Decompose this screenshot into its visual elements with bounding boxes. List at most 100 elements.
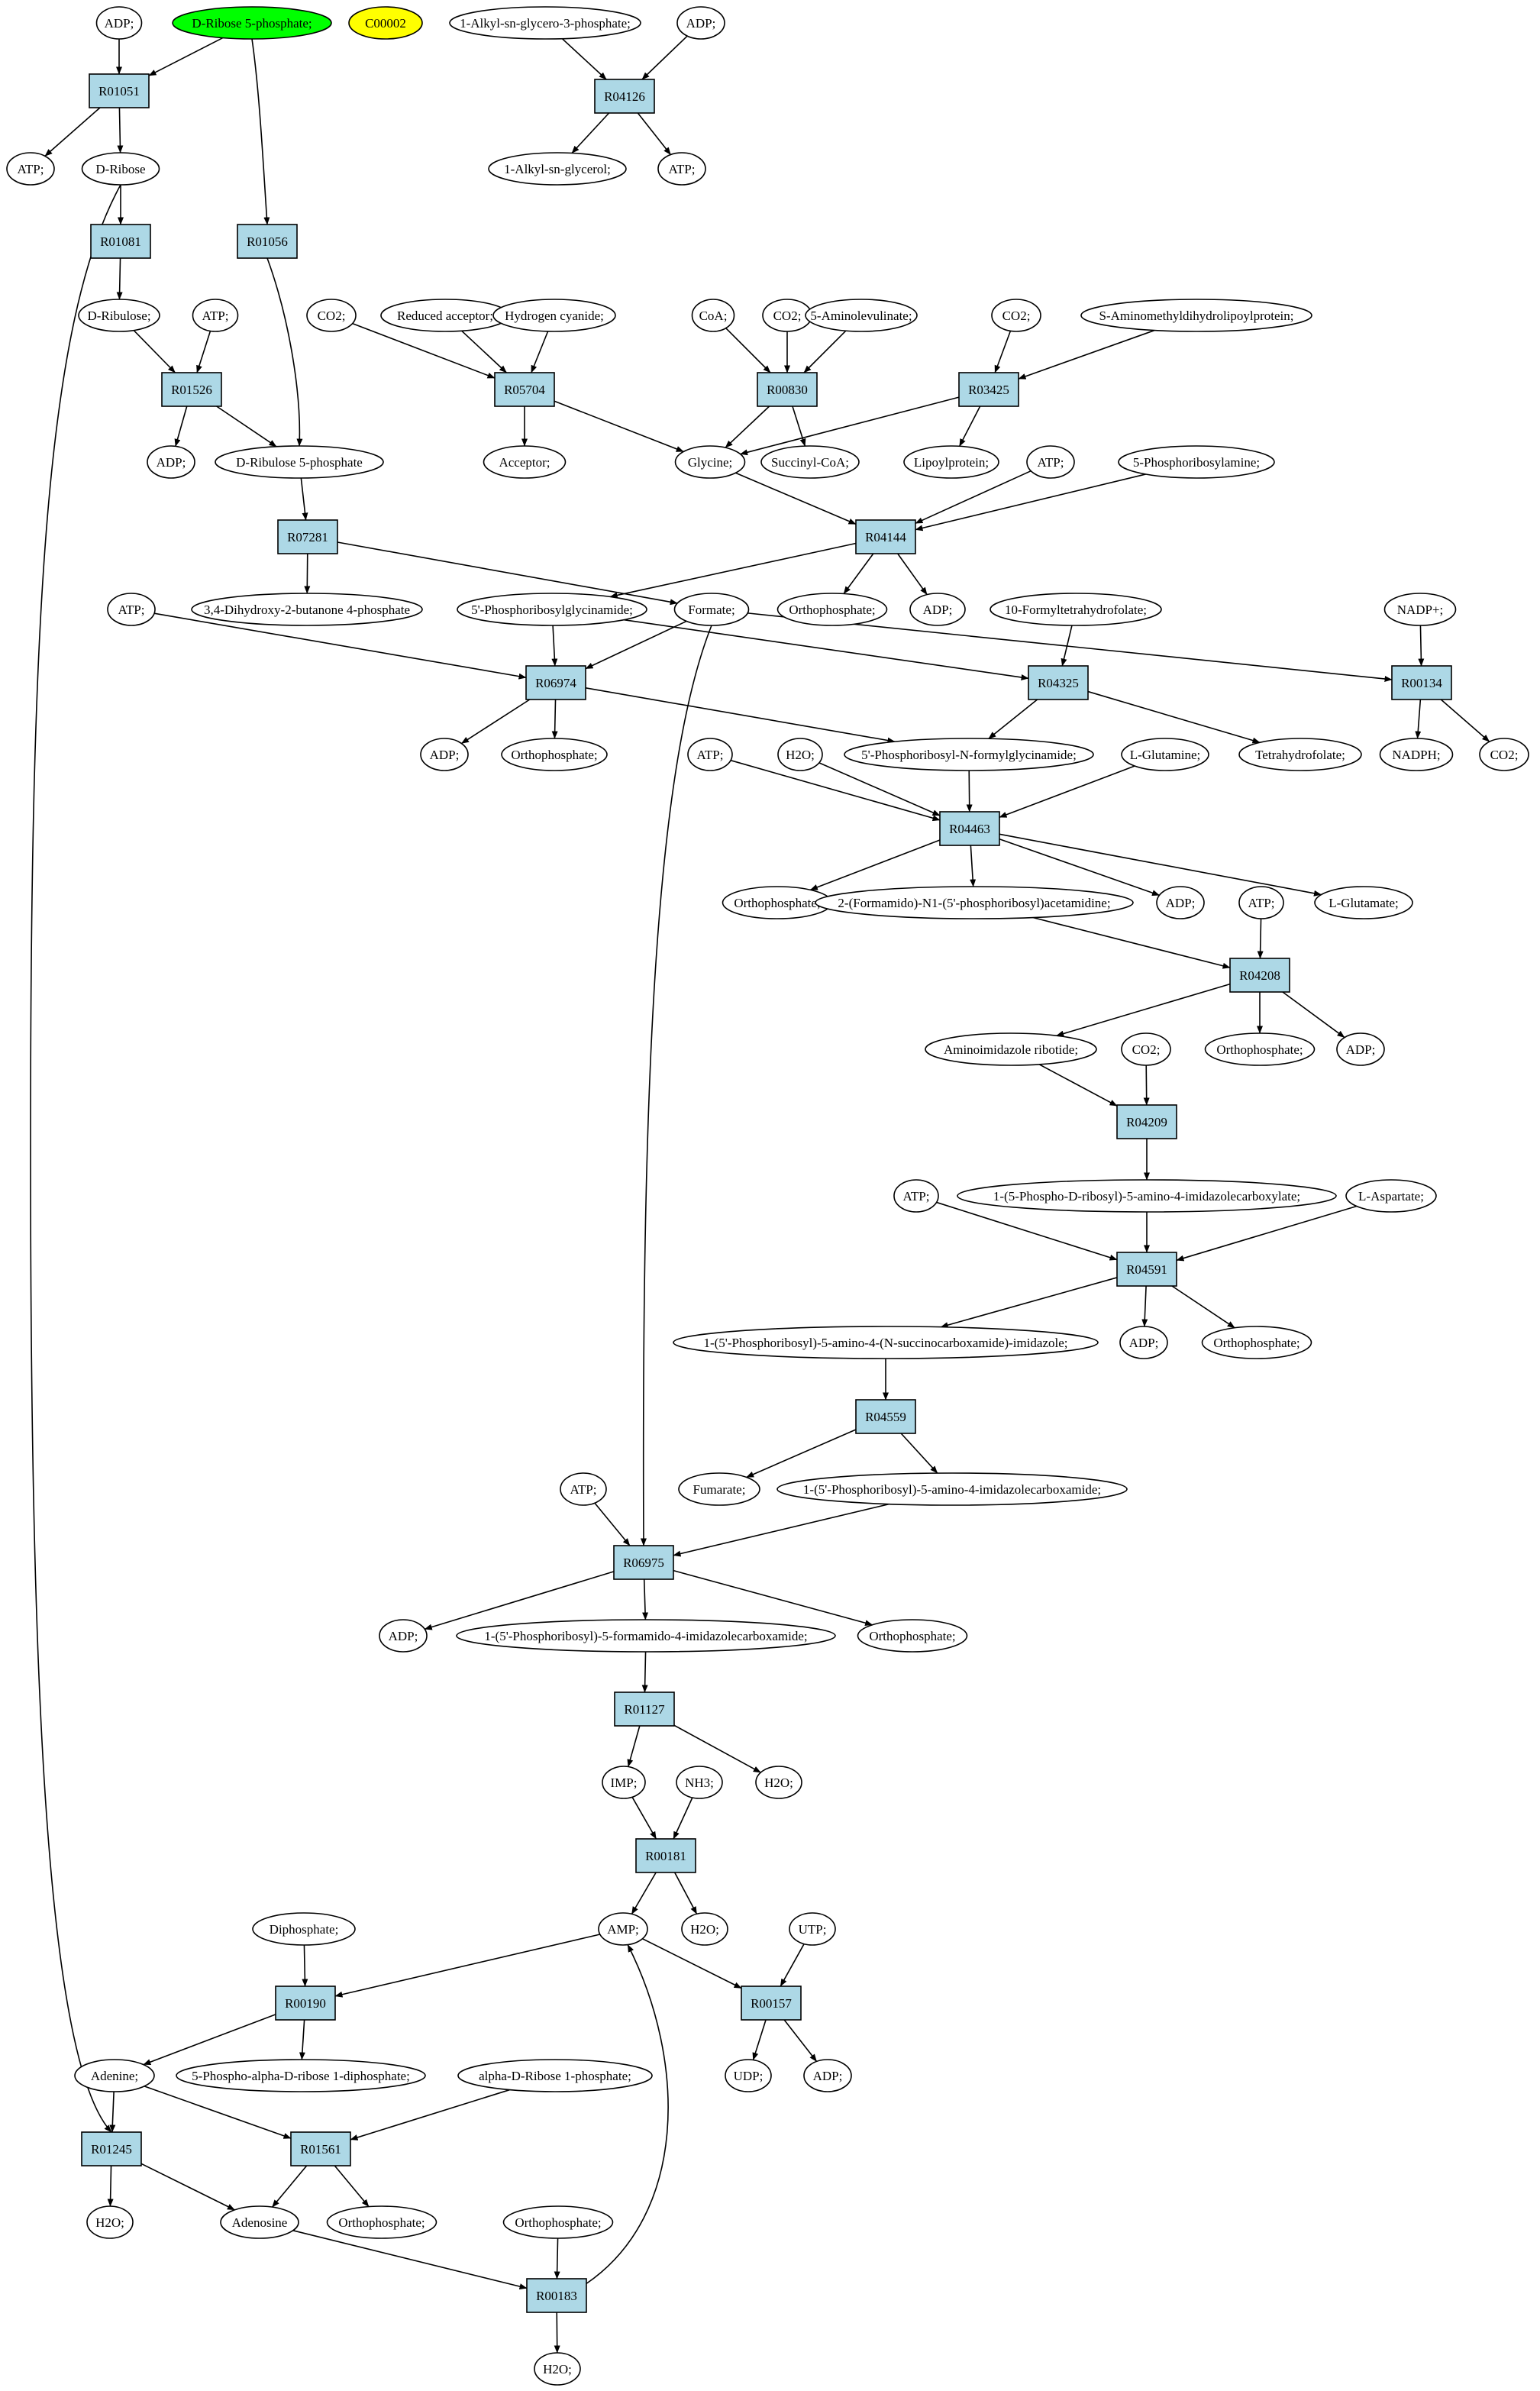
- compound-node-pi4[interactable]: Orthophosphate;: [1204, 1032, 1316, 1066]
- compound-node-succoa[interactable]: Succinyl-CoA;: [760, 445, 860, 479]
- reaction-node-r05704[interactable]: R05704: [494, 372, 555, 407]
- compound-node-pi3[interactable]: Orthophosphate;: [722, 886, 833, 919]
- compound-node-asp[interactable]: L-Aspartate;: [1345, 1179, 1437, 1213]
- compound-node-atp3[interactable]: ATP;: [192, 299, 239, 332]
- compound-node-co2_1[interactable]: CO2;: [306, 299, 357, 332]
- compound-node-utp[interactable]: UTP;: [789, 1912, 836, 1946]
- compound-node-pi8[interactable]: Orthophosphate;: [502, 2205, 614, 2239]
- compound-node-atp5[interactable]: ATP;: [107, 593, 156, 626]
- reaction-node-r01081[interactable]: R01081: [90, 224, 151, 259]
- compound-node-air[interactable]: Aminoimidazole ribotide;: [925, 1032, 1097, 1066]
- reaction-node-r04591[interactable]: R04591: [1116, 1252, 1177, 1287]
- compound-node-h2o5[interactable]: H2O;: [534, 2352, 581, 2386]
- reaction-node-r01127[interactable]: R01127: [614, 1691, 675, 1727]
- compound-node-ala[interactable]: 5-Aminolevulinate;: [805, 299, 918, 332]
- reaction-node-r04325[interactable]: R04325: [1028, 665, 1089, 700]
- compound-node-atp7[interactable]: ATP;: [1238, 886, 1284, 919]
- reaction-node-r00157[interactable]: R00157: [741, 1985, 802, 2021]
- compound-node-atp6[interactable]: ATP;: [687, 738, 733, 771]
- reaction-node-r00190[interactable]: R00190: [275, 1985, 336, 2021]
- compound-node-h2o2[interactable]: H2O;: [755, 1766, 802, 1799]
- compound-node-glu[interactable]: L-Glutamate;: [1314, 886, 1413, 919]
- compound-node-adp7[interactable]: ADP;: [1336, 1032, 1385, 1066]
- compound-node-pi6[interactable]: Orthophosphate;: [857, 1619, 968, 1653]
- compound-node-gar[interactable]: 5'-Phosphoribosylglycinamide;: [457, 593, 647, 626]
- compound-node-acceptor[interactable]: Acceptor;: [483, 445, 567, 479]
- compound-node-atp8[interactable]: ATP;: [893, 1179, 939, 1213]
- compound-node-amp[interactable]: AMP;: [598, 1912, 648, 1946]
- compound-node-pi1[interactable]: Orthophosphate;: [776, 593, 888, 626]
- compound-node-nadp[interactable]: NADP+;: [1383, 593, 1457, 626]
- compound-node-lipoprot[interactable]: Lipoylprotein;: [903, 445, 999, 479]
- compound-node-samdlp[interactable]: S-Aminomethyldihydrolipoylprotein;: [1080, 299, 1312, 332]
- compound-node-saicar[interactable]: 1-(5'-Phosphoribosyl)-5-amino-4-(N-succi…: [673, 1326, 1099, 1359]
- compound-node-udp[interactable]: UDP;: [725, 2059, 772, 2092]
- compound-node-co2_5[interactable]: CO2;: [1121, 1032, 1171, 1066]
- compound-node-gln[interactable]: L-Glutamine;: [1121, 738, 1209, 771]
- compound-node-atp4[interactable]: ATP;: [1026, 445, 1075, 479]
- reaction-node-r04126[interactable]: R04126: [594, 79, 655, 114]
- compound-node-prpp[interactable]: 5-Phospho-alpha-D-ribose 1-diphosphate;: [176, 2059, 426, 2092]
- compound-node-10fthf[interactable]: 10-Formyltetrahydrofolate;: [990, 593, 1162, 626]
- compound-node-adp1[interactable]: ADP;: [95, 6, 143, 40]
- reaction-node-r01245[interactable]: R01245: [81, 2131, 142, 2166]
- reaction-node-r00830[interactable]: R00830: [757, 372, 818, 407]
- compound-node-fgam[interactable]: 2-(Formamido)-N1-(5'-phosphoribosyl)acet…: [815, 886, 1134, 919]
- compound-node-adp5[interactable]: ADP;: [420, 738, 469, 771]
- compound-node-r5p[interactable]: D-Ribose 5-phosphate;: [172, 6, 332, 40]
- reaction-node-r00181[interactable]: R00181: [635, 1838, 696, 1873]
- compound-node-formate[interactable]: Formate;: [673, 593, 750, 626]
- compound-node-pi5[interactable]: Orthophosphate;: [1201, 1326, 1312, 1359]
- compound-node-alkylg3p[interactable]: 1-Alkyl-sn-glycero-3-phosphate;: [449, 6, 641, 40]
- compound-node-thf[interactable]: Tetrahydrofolate;: [1238, 738, 1362, 771]
- compound-node-imp[interactable]: IMP;: [602, 1766, 646, 1799]
- reaction-node-r04208[interactable]: R04208: [1229, 958, 1290, 993]
- reaction-node-r03425[interactable]: R03425: [958, 372, 1019, 407]
- compound-node-adp9[interactable]: ADP;: [379, 1619, 428, 1653]
- compound-node-faicar[interactable]: 1-(5'-Phosphoribosyl)-5-formamido-4-imid…: [456, 1619, 836, 1653]
- compound-node-pi7[interactable]: Orthophosphate;: [326, 2205, 437, 2239]
- compound-node-diphos[interactable]: Diphosphate;: [252, 1912, 356, 1946]
- compound-node-adp6[interactable]: ADP;: [1156, 886, 1205, 919]
- reaction-node-r04463[interactable]: R04463: [939, 811, 1000, 846]
- compound-node-glycine[interactable]: Glycine;: [674, 445, 746, 479]
- compound-node-pra[interactable]: 5-Phosphoribosylamine;: [1118, 445, 1275, 479]
- reaction-node-r01051[interactable]: R01051: [89, 73, 150, 108]
- compound-node-dru5p[interactable]: D-Ribulose 5-phosphate: [215, 445, 384, 479]
- compound-node-h2o1[interactable]: H2O;: [777, 738, 823, 771]
- compound-node-adp4[interactable]: ADP;: [909, 593, 966, 626]
- compound-node-adenine[interactable]: Adenine;: [74, 2059, 155, 2092]
- compound-node-coa[interactable]: CoA;: [691, 299, 735, 332]
- compound-node-adp3[interactable]: ADP;: [147, 445, 195, 479]
- compound-node-nadph[interactable]: NADPH;: [1379, 738, 1454, 771]
- compound-node-co2_4[interactable]: CO2;: [1479, 738, 1529, 771]
- reaction-node-r07281[interactable]: R07281: [277, 519, 338, 554]
- compound-node-dribulose[interactable]: D-Ribulose;: [78, 299, 160, 332]
- compound-node-h2o3[interactable]: H2O;: [681, 1912, 728, 1946]
- compound-node-adp10[interactable]: ADP;: [803, 2059, 852, 2092]
- compound-node-fumarate[interactable]: Fumarate;: [678, 1472, 760, 1506]
- compound-node-dhbp[interactable]: 3,4-Dihydroxy-2-butanone 4-phosphate: [191, 593, 423, 626]
- compound-node-atp9[interactable]: ATP;: [560, 1472, 607, 1506]
- compound-node-pi2[interactable]: Orthophosphate;: [501, 738, 608, 771]
- compound-node-adenosine[interactable]: Adenosine: [220, 2205, 299, 2239]
- reaction-node-r04209[interactable]: R04209: [1116, 1104, 1177, 1139]
- compound-node-c00002[interactable]: C00002: [348, 6, 423, 40]
- compound-node-co2_2[interactable]: CO2;: [762, 299, 812, 332]
- reaction-node-r01056[interactable]: R01056: [237, 224, 298, 259]
- compound-node-atp1[interactable]: ATP;: [6, 152, 55, 186]
- reaction-node-r06974[interactable]: R06974: [525, 665, 586, 700]
- reaction-node-r01526[interactable]: R01526: [161, 372, 222, 407]
- compound-node-adp8[interactable]: ADP;: [1119, 1326, 1168, 1359]
- compound-node-co2_3[interactable]: CO2;: [991, 299, 1041, 332]
- reaction-node-r00134[interactable]: R00134: [1391, 665, 1452, 700]
- compound-node-hcn[interactable]: Hydrogen cyanide;: [492, 299, 616, 332]
- compound-node-adp2[interactable]: ADP;: [676, 6, 725, 40]
- compound-node-alkylglycerol[interactable]: 1-Alkyl-sn-glycerol;: [488, 152, 627, 186]
- compound-node-atp2[interactable]: ATP;: [657, 152, 706, 186]
- compound-node-cair[interactable]: 1-(5-Phospho-D-ribosyl)-5-amino-4-imidaz…: [957, 1179, 1337, 1213]
- compound-node-dribose[interactable]: D-Ribose: [81, 152, 160, 186]
- compound-node-redacc[interactable]: Reduced acceptor;: [380, 299, 510, 332]
- reaction-node-r04144[interactable]: R04144: [855, 519, 916, 554]
- reaction-node-r01561[interactable]: R01561: [290, 2131, 351, 2166]
